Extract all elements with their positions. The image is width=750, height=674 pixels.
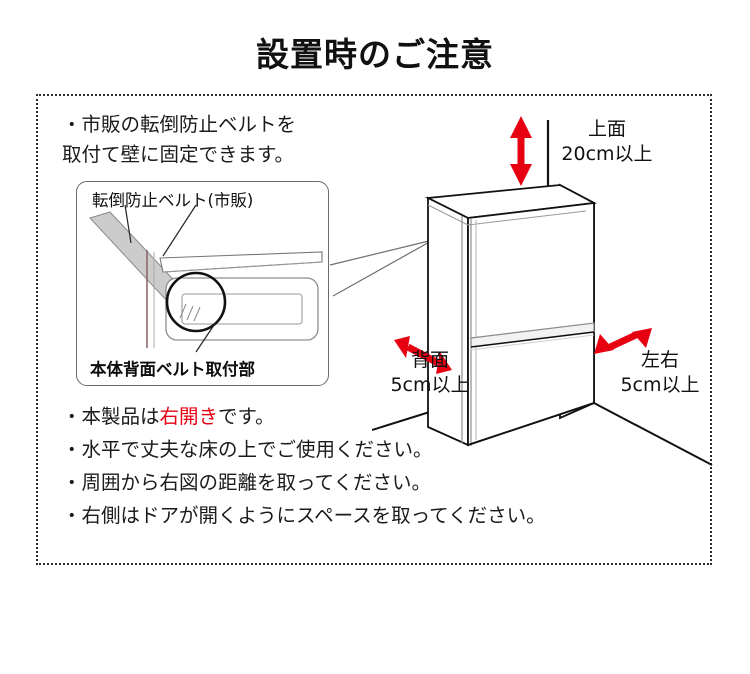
bullet-1-prefix: ・水平で丈夫な床の上でご使用ください。: [62, 438, 433, 461]
list-item: ・水平で丈夫な床の上でご使用ください。: [62, 433, 522, 466]
bullet-2-prefix: ・周囲から右図の距離を取ってください。: [62, 471, 431, 494]
page-title: 設置時のご注意: [256, 35, 494, 74]
bullet-0-prefix: ・本製品は: [62, 405, 160, 428]
clearance-top-name: 上面: [587, 118, 626, 140]
clearance-label-side: 左右 5cm以上: [608, 348, 712, 398]
bullet-0-highlight: 右開き: [159, 405, 219, 428]
clearance-label-top: 上面 20cm以上: [548, 117, 666, 167]
clearance-side-name: 左右: [640, 349, 679, 371]
clearance-back-name: 背面: [410, 349, 449, 371]
list-item: ・右側はドアが開くようにスペースを取ってください。: [62, 499, 546, 532]
list-item: ・本製品は右開きです。: [62, 400, 522, 433]
bullet-3-prefix: ・右側はドアが開くようにスペースを取ってください。: [62, 504, 546, 527]
clearance-side-value: 5cm以上: [620, 374, 700, 396]
belt-detail-label-top: 転倒防止ベルト(市販): [92, 191, 254, 210]
list-item: ・周囲から右図の距離を取ってください。: [62, 466, 522, 499]
clearance-top-value: 20cm以上: [561, 143, 653, 165]
bullet-list: ・本製品は右開きです。 ・水平で丈夫な床の上でご使用ください。 ・周囲から右図の…: [62, 400, 546, 532]
clearance-back-value: 5cm以上: [390, 374, 470, 396]
content-frame: [36, 94, 712, 565]
bullet-0-suffix: です。: [218, 405, 275, 428]
belt-detail-label-bottom: 本体背面ベルト取付部: [90, 360, 255, 379]
top-note-text: ・市販の転倒防止ベルトを 取付て壁に固定できます。: [62, 113, 297, 166]
clearance-label-back: 背面 5cm以上: [378, 348, 482, 398]
